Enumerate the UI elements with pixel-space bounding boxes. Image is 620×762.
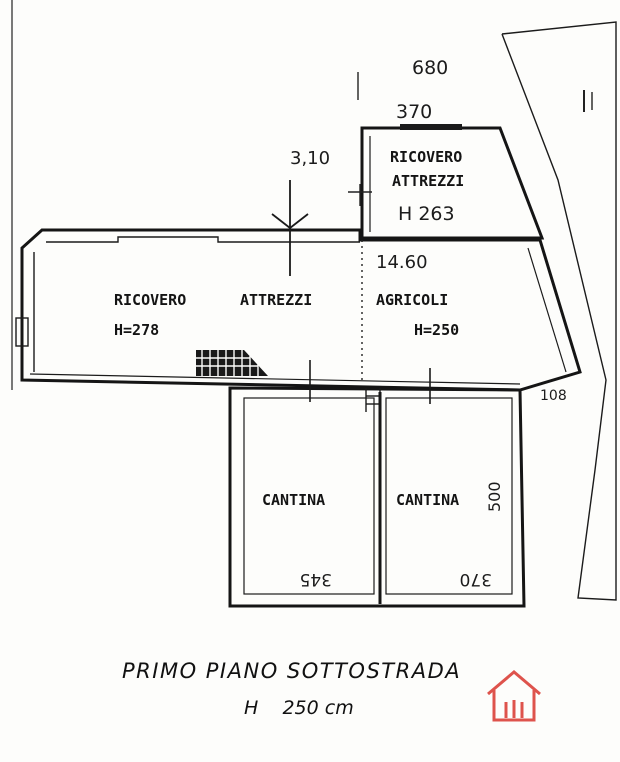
room-main-mid-label: ATTREZZI — [240, 291, 312, 309]
dim-345: 345 — [300, 569, 332, 589]
room-cantina-left-label: CANTINA — [262, 491, 325, 509]
room-main-right-label: AGRICOLI — [376, 291, 448, 309]
neighbour-marker-icon — [583, 90, 593, 112]
arrow-symbol-icon — [271, 180, 309, 276]
room-cantina-right-label: CANTINA — [396, 491, 459, 509]
main-room-walls — [20, 228, 582, 392]
room-ricovero-small-line2: ATTREZZI — [392, 172, 464, 190]
dim-680: 680 — [412, 57, 448, 79]
dim-1460: 14.60 — [376, 252, 428, 273]
room-main-right-height: H=250 — [414, 321, 459, 339]
cantina-right-inner — [385, 397, 513, 595]
small-room-window — [400, 124, 462, 130]
dim-370-bottom: 370 — [460, 569, 492, 589]
main-room-inner-wall — [46, 236, 360, 243]
dim-370-top: 370 — [396, 101, 432, 123]
cantina-block-walls — [228, 386, 526, 608]
neighbour-building-outline — [501, 21, 617, 601]
room-ricovero-small-line1: RICOVERO — [390, 148, 462, 166]
cantina-left-inner — [243, 397, 375, 595]
stairs-icon — [196, 350, 268, 376]
house-logo-icon — [487, 670, 541, 722]
left-window — [15, 317, 29, 347]
caption-title: PRIMO PIANO SOTTOSTRADA — [122, 659, 461, 683]
room-ricovero-small-height: H 263 — [398, 203, 455, 225]
dim-108: 108 — [540, 388, 567, 404]
dim-310: 3,10 — [290, 148, 330, 169]
room-main-left-height: H=278 — [114, 321, 159, 339]
caption-height: H 250 cm — [244, 697, 354, 719]
main-room-right-inner — [527, 247, 567, 373]
room-main-left-label: RICOVERO — [114, 291, 186, 309]
doorway-ladder-icon — [365, 388, 381, 412]
dim-500: 500 — [485, 481, 504, 512]
main-room-bottom-inner — [29, 373, 521, 385]
